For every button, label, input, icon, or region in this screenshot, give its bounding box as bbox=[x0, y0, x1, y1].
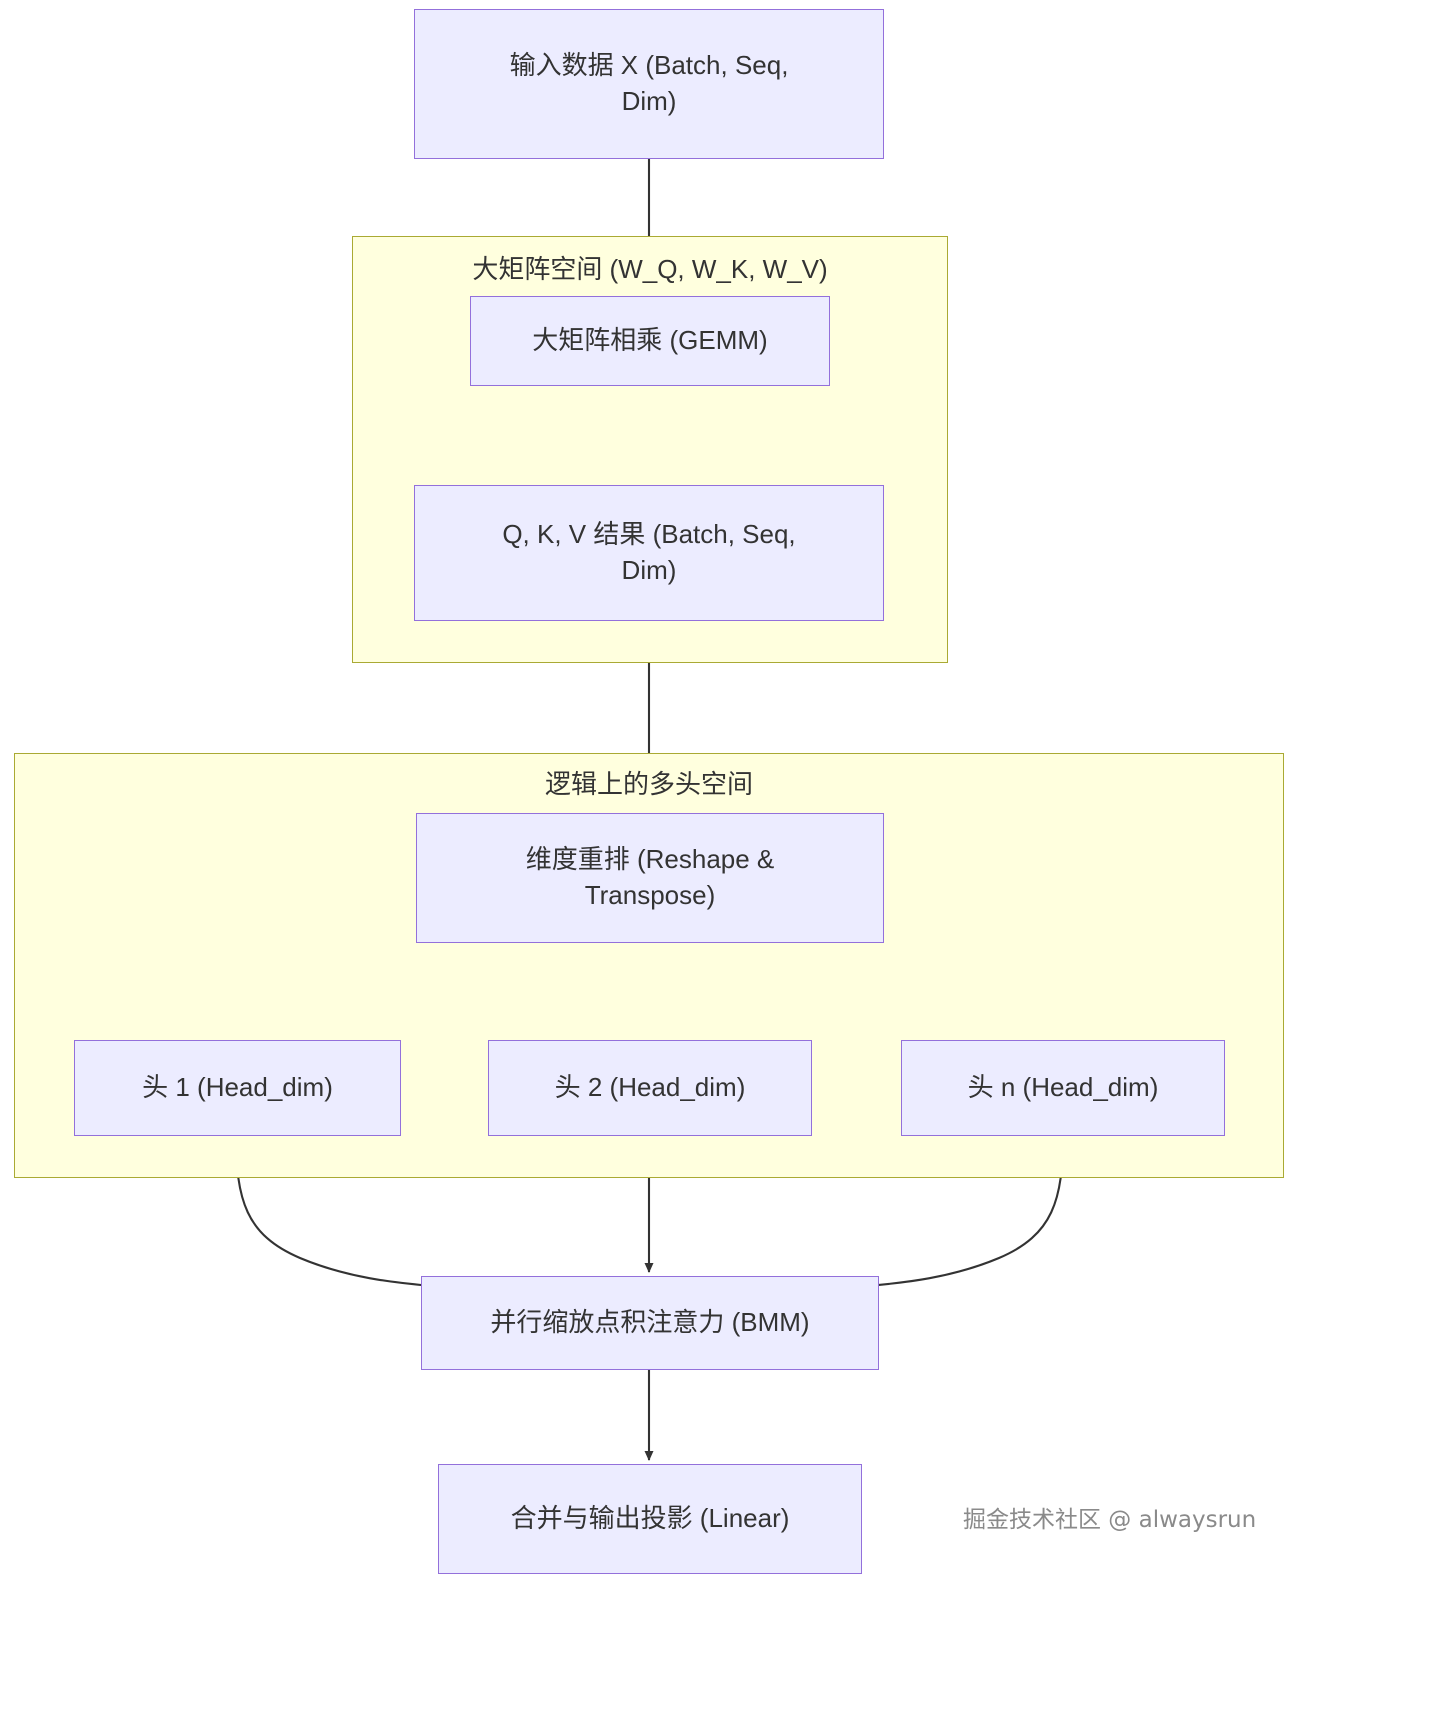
node-head-1[interactable]: 头 1 (Head_dim) bbox=[74, 1040, 401, 1136]
node-reshape-transpose-line1: 维度重排 (Reshape & bbox=[525, 844, 775, 875]
node-parallel-attention-bmm-label: 并行缩放点积注意力 (BMM) bbox=[490, 1307, 810, 1338]
node-head-2-label: 头 2 (Head_dim) bbox=[554, 1072, 746, 1103]
node-qkv-result-line2: Dim) bbox=[621, 555, 677, 585]
node-gemm[interactable]: 大矩阵相乘 (GEMM) bbox=[470, 296, 830, 386]
node-merge-output-projection-label: 合并与输出投影 (Linear) bbox=[510, 1503, 790, 1534]
node-qkv-result[interactable]: Q, K, V 结果 (Batch, Seq, Dim) bbox=[414, 485, 884, 621]
node-head-2[interactable]: 头 2 (Head_dim) bbox=[488, 1040, 812, 1136]
node-reshape-transpose[interactable]: 维度重排 (Reshape & Transpose) bbox=[416, 813, 884, 943]
node-reshape-transpose-line2: Transpose) bbox=[584, 880, 716, 910]
subgraph-logical-multihead-space-title: 逻辑上的多头空间 bbox=[544, 769, 753, 799]
node-input-data[interactable]: 输入数据 X (Batch, Seq, Dim) bbox=[414, 9, 884, 159]
subgraph-big-matrix-space-title: 大矩阵空间 (W_Q, W_K, W_V) bbox=[472, 254, 828, 284]
node-merge-output-projection[interactable]: 合并与输出投影 (Linear) bbox=[438, 1464, 862, 1574]
node-head-n-label: 头 n (Head_dim) bbox=[967, 1072, 1159, 1103]
node-qkv-result-line1: Q, K, V 结果 (Batch, Seq, bbox=[502, 519, 796, 550]
node-parallel-attention-bmm[interactable]: 并行缩放点积注意力 (BMM) bbox=[421, 1276, 879, 1370]
watermark: 掘金技术社区 @ alwaysrun bbox=[963, 1507, 1257, 1533]
node-gemm-label: 大矩阵相乘 (GEMM) bbox=[532, 325, 768, 356]
node-input-data-line1: 输入数据 X (Batch, Seq, bbox=[509, 50, 789, 81]
node-input-data-line2: Dim) bbox=[621, 86, 677, 116]
node-head-1-label: 头 1 (Head_dim) bbox=[142, 1072, 333, 1103]
node-head-n[interactable]: 头 n (Head_dim) bbox=[901, 1040, 1225, 1136]
